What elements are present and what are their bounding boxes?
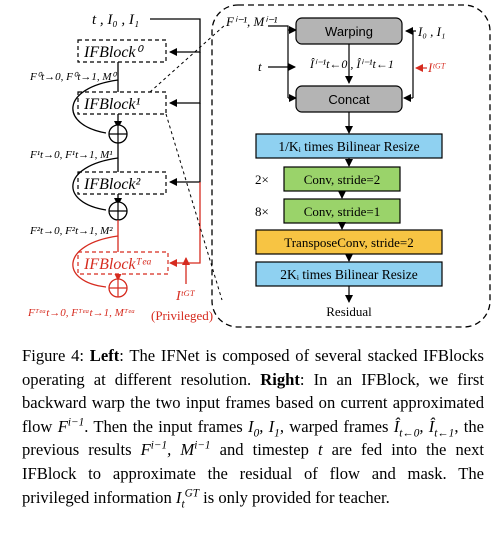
caption-text5: , the previous results (22, 416, 485, 460)
figure-caption: Figure 4: Left: The IFNet is composed of… (22, 346, 485, 510)
ifblock0-box (77, 39, 167, 63)
conv1-multiplier: 8× (255, 204, 269, 219)
i-pair-label: I₀ , I₁ (417, 24, 445, 39)
caption-left-head: Left (89, 346, 120, 365)
caption-text7: are fed into the next IFBlock to approxi… (22, 440, 485, 507)
resize-down-box (255, 133, 443, 159)
caption-text1: : The IFNet is composed of several stack… (22, 346, 484, 389)
caption-label: Figure 4: (22, 346, 84, 365)
ifblock-detail-panel (211, 4, 491, 328)
top-inputs-label: t , I₀ , I₁ (92, 12, 139, 28)
conv-stride2-box (283, 166, 401, 192)
conv2-multiplier: 2× (255, 172, 269, 187)
conv-stride2-label: Conv, stride=2 (304, 172, 381, 187)
ftea-label: Fᵀᵉᵃt→0, Fᵀᵉᵃt→1, Mᵀᵉᵃ (27, 307, 135, 319)
ifblock-tea-box (77, 251, 169, 275)
warping-label: Warping (325, 24, 373, 39)
f0-label: F⁰t→0, F⁰t→1, M⁰ (29, 71, 118, 83)
timestep-label: t (258, 59, 262, 74)
ifblock-tea-label: IFBlockᵀᵉᵃ (83, 256, 152, 273)
privileged-symbol: Iᵗᴳᵀ (175, 289, 195, 304)
caption-text8: is only provided for teacher. (203, 487, 390, 507)
ifblock1-box (77, 91, 167, 115)
transpose-conv-label: TransposeConv, stride=2 (284, 235, 414, 250)
ifnet-diagram: t , I₀ , I₁ IFBlock⁰ F⁰t→0, F⁰t→1, M⁰ IF… (27, 4, 491, 328)
privileged-label: (Privileged) (151, 308, 213, 323)
transpose-conv-box (255, 229, 443, 255)
warped-frames-label: Îⁱ⁻¹t←0 , Îⁱ⁻¹t←1 (309, 57, 394, 71)
ifblock1-label: IFBlock¹ (83, 96, 141, 113)
f2-label: F²t→0, F²t→1, M² (29, 225, 113, 237)
conv-stride1-label: Conv, stride=1 (304, 204, 381, 219)
caption-right-head: Right (260, 369, 300, 389)
caption-text2: : In an IFBlock, we first backward warp … (22, 369, 484, 436)
resize-up-box (255, 261, 443, 287)
residual-label: Residual (326, 304, 372, 319)
ifblock2-label: IFBlock² (83, 176, 142, 193)
caption-text6: and timestep (219, 440, 309, 460)
concat-label: Concat (328, 92, 370, 107)
resize-down-label: 1/Kᵢ times Bilinear Resize (278, 139, 419, 154)
ifblock2-box (77, 171, 167, 195)
f1-label: F¹t→0, F¹t→1, M¹ (29, 149, 113, 161)
ifblock0-label: IFBlock⁰ (83, 44, 145, 61)
caption-text4: , warped frames (279, 416, 389, 436)
top-inputs-right: Fⁱ⁻¹, Mⁱ⁻¹ (225, 14, 278, 29)
igt-label: Iᵗᴳᵀ (427, 60, 446, 75)
top-input-line (150, 18, 201, 56)
caption-text3: . Then the input frames (84, 416, 243, 436)
resize-up-label: 2Kᵢ times Bilinear Resize (280, 267, 418, 282)
